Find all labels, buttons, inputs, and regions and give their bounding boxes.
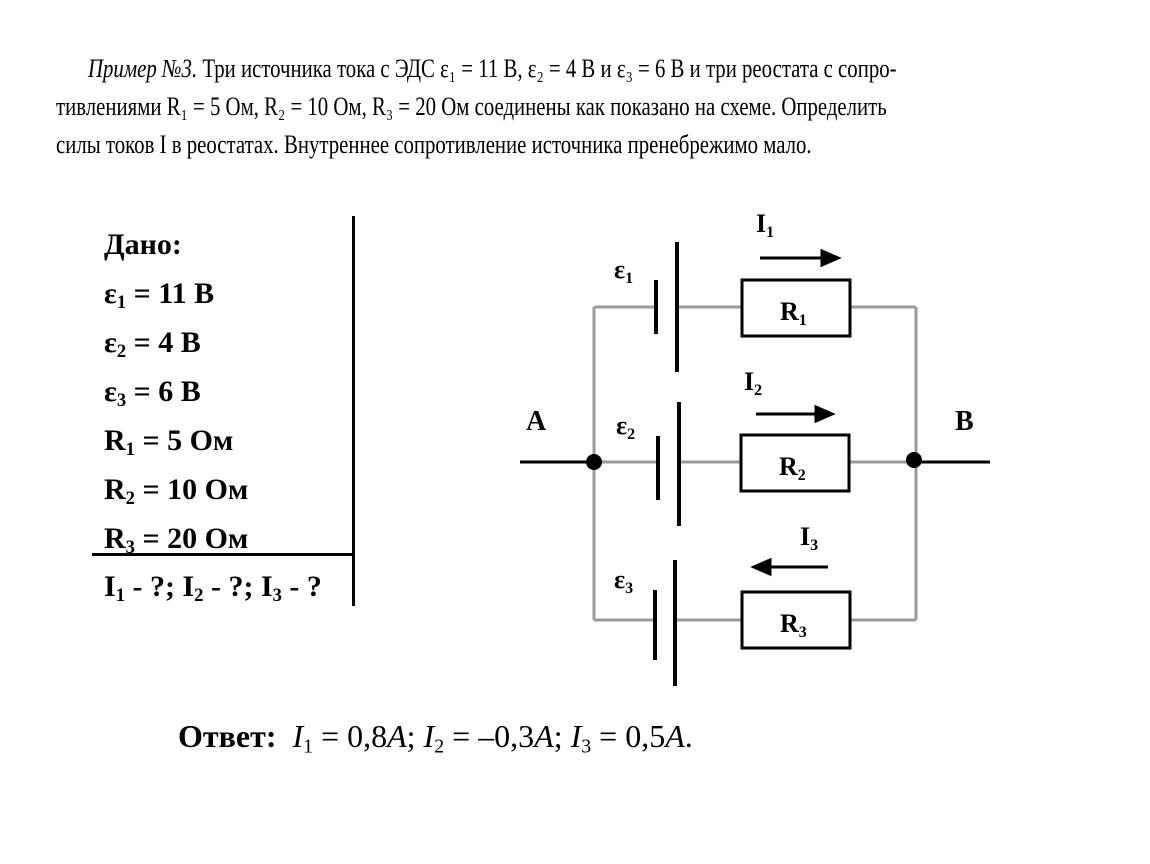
emf1-label: ε1 — [614, 255, 633, 287]
problem-statement: Пример №3. Три источника тока с ЭДС ε₁ =… — [56, 50, 1096, 164]
problem-line-3: силы токов I в реостатах. Внутреннее соп… — [56, 130, 812, 159]
given-divider-vertical — [352, 216, 355, 606]
resistor-r3 — [740, 590, 852, 650]
resistor-r2 — [739, 433, 851, 493]
given-item: R1 = 5 Ом — [104, 424, 234, 461]
arrowhead-icon — [820, 248, 842, 268]
given-item: ε1 = 11 В — [104, 277, 215, 314]
node-a-dot — [586, 454, 602, 470]
arrowhead-icon — [814, 404, 836, 424]
resistor-r1-label: R1 — [780, 297, 807, 329]
arrowhead-icon — [750, 557, 772, 577]
node-a-label: A — [526, 406, 547, 437]
given-divider-horizontal — [92, 553, 354, 556]
current-i1-label: I1 — [756, 209, 774, 241]
example-label: Пример №3. — [88, 54, 198, 83]
given-item: ε3 = 6 В — [104, 375, 201, 412]
given-item: R2 = 10 Ом — [104, 473, 249, 510]
answer-label: Ответ: — [178, 718, 277, 754]
current-i2-label: I2 — [744, 367, 762, 399]
node-b-dot — [906, 452, 922, 468]
problem-line-2: тивлениями R₁ = 5 Ом, R₂ = 10 Ом, R₃ = 2… — [56, 92, 887, 121]
given-item: R3 = 20 Ом — [104, 522, 249, 559]
resistor-r1 — [740, 278, 852, 338]
find-unknowns: I1 - ?; I2 - ?; I3 - ? — [104, 570, 322, 607]
current-i3-label: I3 — [800, 522, 818, 554]
resistor-r3-label: R3 — [780, 609, 807, 641]
given-block: Дано: ε1 = 11 В ε2 = 4 В ε3 = 6 В R1 = 5… — [104, 220, 322, 605]
resistor-r2-label: R2 — [779, 452, 806, 484]
node-b-label: B — [955, 406, 974, 437]
problem-line-1: Пример №3. Три источника тока с ЭДС ε₁ =… — [88, 54, 897, 83]
given-title: Дано: — [104, 228, 182, 261]
given-item: ε2 = 4 В — [104, 326, 201, 363]
emf2-label: ε2 — [616, 411, 635, 443]
emf3-label: ε3 — [614, 565, 633, 597]
answer-line: Ответ: I1 = 0,8A; I2 = –0,3A; I3 = 0,5A. — [178, 718, 693, 758]
